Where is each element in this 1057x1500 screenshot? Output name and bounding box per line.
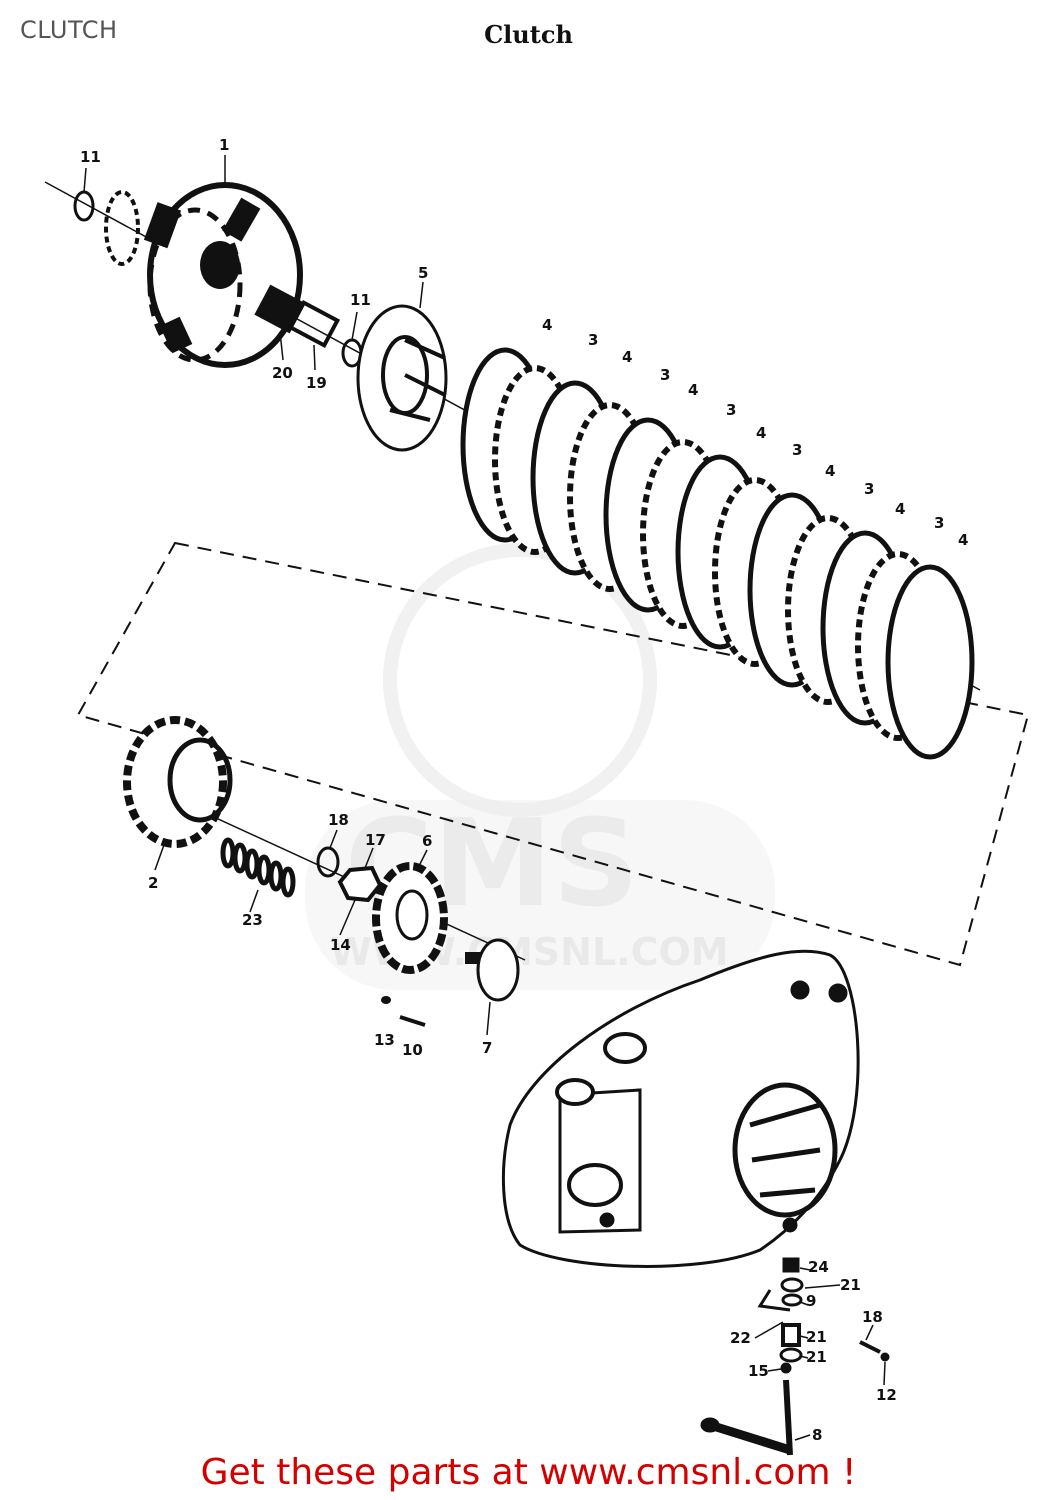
callout-label: 2: [148, 874, 158, 892]
callout-label: 3: [934, 514, 944, 532]
callout-label: 5: [418, 264, 428, 282]
callout-label: 19: [306, 374, 327, 392]
callout-label: 3: [792, 441, 802, 459]
page-label: CLUTCH: [20, 16, 118, 44]
clutch-hub-icon: [123, 716, 233, 848]
callout-label: 6: [422, 832, 432, 850]
callout-label: 4: [542, 316, 552, 334]
callout-label: 12: [876, 1386, 897, 1404]
callout-label: 10: [402, 1041, 423, 1059]
callout-label: 4: [825, 462, 835, 480]
pressure-plate-icon: [356, 304, 448, 452]
callout-label: 3: [726, 401, 736, 419]
callout-label: 4: [958, 531, 968, 549]
callout-label: 13: [374, 1031, 395, 1049]
crankcase-cover-icon: [501, 949, 860, 1268]
callout-label: 1: [219, 136, 229, 154]
callout-label: 3: [660, 366, 670, 384]
clutch-housing-icon: [143, 182, 303, 368]
drive-gear-icon: [104, 190, 140, 266]
callout-label: 11: [350, 291, 371, 309]
callout-label: 4: [895, 500, 905, 518]
clutch-plate-stack-icon: [460, 347, 975, 760]
push-bolt-icon: [465, 938, 520, 1002]
callout-label: 11: [80, 148, 101, 166]
callout-label: 20: [272, 364, 293, 382]
lock-washer-icon: [316, 846, 340, 878]
leader-lines: [83, 155, 886, 1441]
callout-label: 15: [748, 1362, 769, 1380]
spring-icon: [220, 837, 296, 898]
callout-label: 21: [840, 1276, 861, 1294]
callout-label: 18: [862, 1308, 883, 1326]
callout-label: 17: [365, 831, 386, 849]
release-plate-icon: [372, 862, 448, 974]
callout-label: 24: [808, 1258, 829, 1276]
footer-parts-link[interactable]: Get these parts at www.cmsnl.com !: [200, 1452, 857, 1493]
nut-icon: [337, 865, 383, 903]
screw-icon: [399, 1015, 426, 1027]
callout-label: 8: [812, 1426, 822, 1444]
callout-label: 14: [330, 936, 351, 954]
callout-label: 7: [482, 1039, 492, 1057]
callout-label: 21: [806, 1328, 827, 1346]
callout-label: 9: [806, 1292, 816, 1310]
release-shaft-assembly-icon: [700, 1257, 890, 1456]
callouts: 11 1 20 19 11 5 4 3 4 3 4 3 4 3 4 3 4 3 …: [80, 136, 968, 1444]
small-washer-icon: [381, 996, 391, 1004]
callout-label: 3: [588, 331, 598, 349]
bushing-icon: [287, 300, 341, 348]
callout-label: 21: [806, 1348, 827, 1366]
callout-label: 4: [688, 381, 698, 399]
callout-label: 3: [864, 480, 874, 498]
callout-label: 4: [622, 348, 632, 366]
callout-label: 18: [328, 811, 349, 829]
callout-label: 23: [242, 911, 263, 929]
diagram-title: Clutch: [484, 20, 573, 49]
callout-label: 4: [756, 424, 766, 442]
callout-label: 22: [730, 1329, 751, 1347]
